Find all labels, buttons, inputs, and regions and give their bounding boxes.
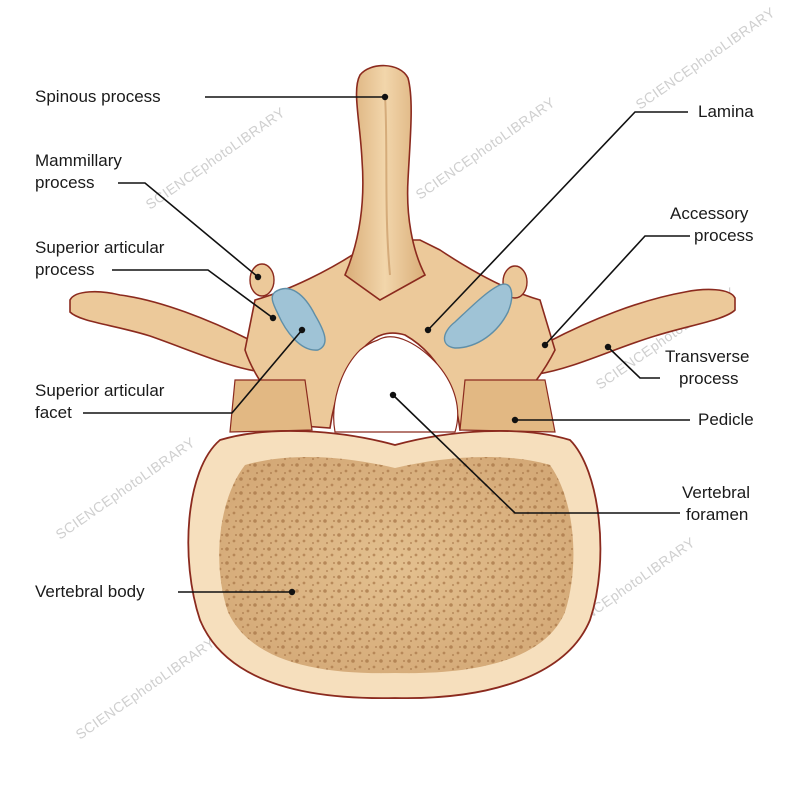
label-line: process xyxy=(35,173,95,192)
left-mammillary-process xyxy=(249,263,275,297)
dot-accessory-process xyxy=(541,341,549,349)
label-line: foramen xyxy=(686,505,749,524)
label-text: Pedicle xyxy=(698,410,754,429)
label-line: Superior articular xyxy=(35,238,165,257)
cancellous-bone-texture xyxy=(219,456,574,674)
leader-vertebral-foramen xyxy=(392,394,680,514)
dot-spinous-process xyxy=(381,93,389,101)
dot-superior-articular-process xyxy=(269,314,277,322)
label-mammillary-process: Mammillary process xyxy=(35,150,122,194)
dot-transverse-process xyxy=(604,343,612,351)
leader-mammillary-process xyxy=(118,182,259,278)
dot-superior-articular-facet xyxy=(298,326,306,334)
label-superior-articular-facet: Superior articular facet xyxy=(35,380,164,424)
leader-accessory-process xyxy=(544,235,690,346)
watermark-text: SCIENCEphotoLIBRARY xyxy=(633,4,779,113)
label-line: Accessory xyxy=(670,204,749,223)
label-line: process xyxy=(679,369,739,388)
left-transverse-process xyxy=(69,290,264,373)
label-superior-articular-process: Superior articular process xyxy=(35,237,164,281)
leader-lamina xyxy=(427,111,688,331)
label-lamina: Lamina xyxy=(698,101,754,123)
leader-superior-articular-facet xyxy=(83,329,303,414)
label-transverse-process: Transverse process xyxy=(665,346,749,390)
label-line: Vertebral xyxy=(682,483,751,502)
dot-vertebral-foramen xyxy=(389,391,397,399)
watermark-text: SCIENCEphotoLIBRARY xyxy=(53,434,199,543)
spinous-ridge xyxy=(384,94,391,276)
label-line: Superior articular xyxy=(35,381,165,400)
label-accessory-process: Accessory process xyxy=(670,203,754,247)
watermark-text: SCIENCEphotoLIBRARY xyxy=(73,634,219,743)
label-vertebral-body: Vertebral body xyxy=(35,581,145,603)
dot-lamina xyxy=(424,326,432,334)
watermark-text: SCIENCEphotoLIBRARY xyxy=(413,94,559,203)
label-pedicle: Pedicle xyxy=(698,409,754,431)
leader-lines xyxy=(83,96,690,593)
label-line: process xyxy=(35,260,95,279)
right-pedicle xyxy=(459,379,556,433)
label-line: Mammillary xyxy=(35,151,122,170)
right-articular-facet xyxy=(443,283,513,349)
label-text: Spinous process xyxy=(35,87,161,106)
label-text: Vertebral body xyxy=(35,582,145,601)
leader-dots xyxy=(254,93,612,596)
dot-pedicle xyxy=(511,416,519,424)
watermark-text: SCIENCEphotoLIBRARY xyxy=(143,104,289,213)
left-articular-facet xyxy=(271,287,326,351)
dot-mammillary-process xyxy=(254,273,262,281)
label-line: Transverse xyxy=(665,347,750,366)
label-vertebral-foramen: Vertebral foramen xyxy=(682,482,750,526)
dot-vertebral-body xyxy=(288,588,296,596)
leader-superior-articular-process xyxy=(112,269,274,319)
label-text: Lamina xyxy=(698,102,754,121)
label-spinous-process: Spinous process xyxy=(35,86,161,108)
left-pedicle xyxy=(229,379,313,433)
label-line: facet xyxy=(35,403,72,422)
vertebral-foramen xyxy=(333,336,459,433)
spinous-process xyxy=(344,64,427,301)
leader-transverse-process xyxy=(607,346,660,379)
label-line: process xyxy=(694,226,754,245)
